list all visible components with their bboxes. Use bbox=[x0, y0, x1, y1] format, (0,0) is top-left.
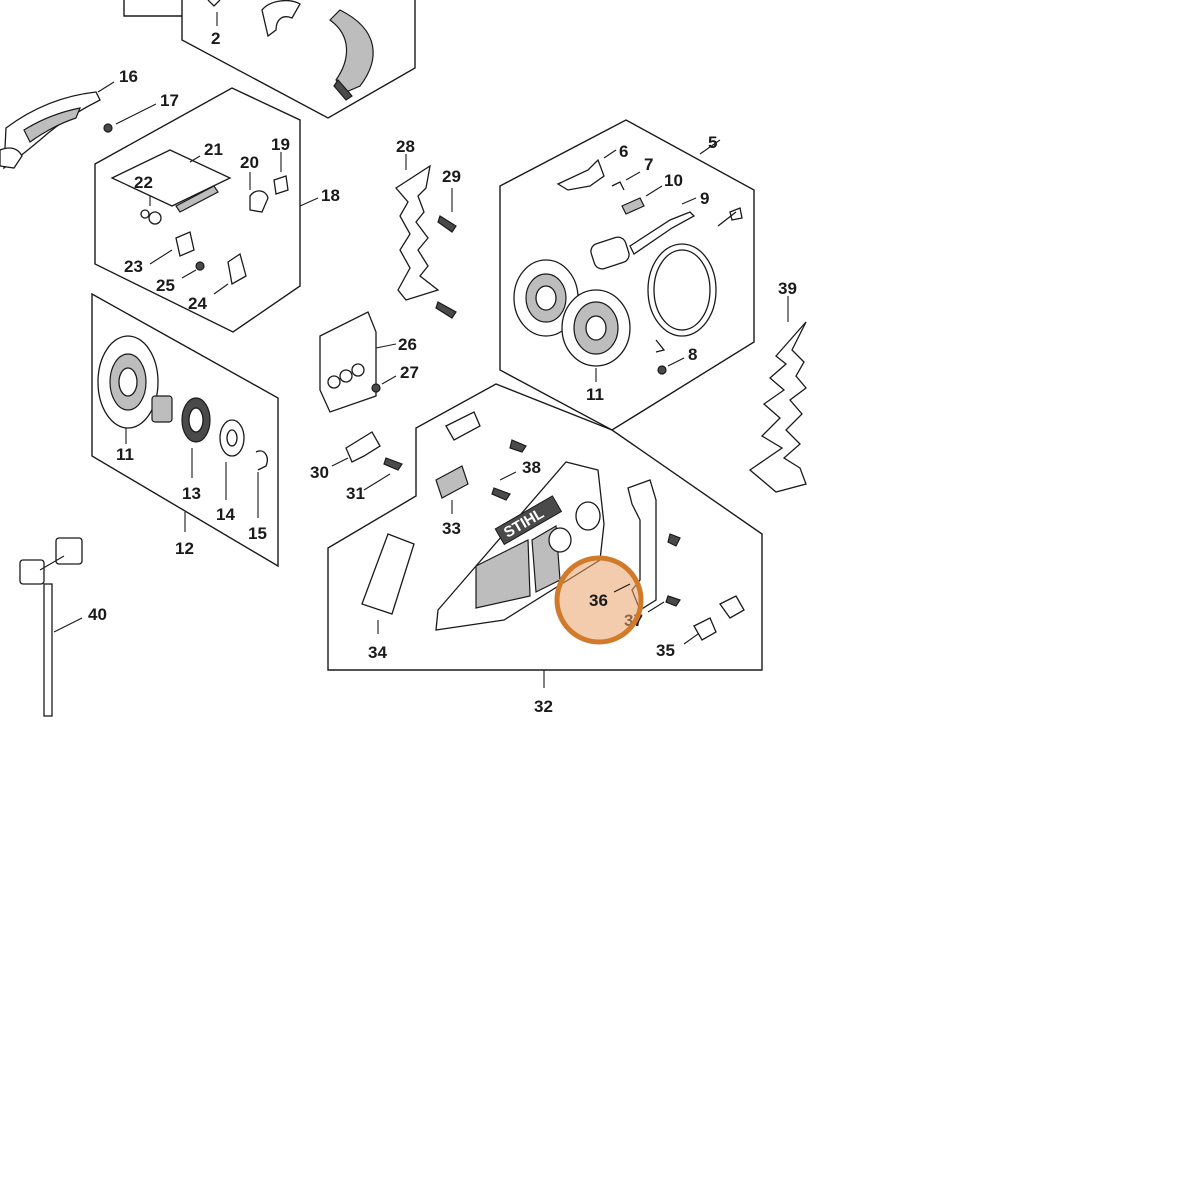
callout-19: 19 bbox=[271, 135, 290, 154]
callout-28: 28 bbox=[396, 137, 415, 156]
callout-20: 20 bbox=[240, 153, 259, 172]
callout-40: 40 bbox=[88, 605, 107, 624]
callout-13: 13 bbox=[182, 484, 201, 503]
callout-23: 23 bbox=[124, 257, 143, 276]
callout-18: 18 bbox=[321, 186, 340, 205]
highlight-36[interactable]: 36 bbox=[554, 555, 644, 645]
group-28-29: 28 29 bbox=[395, 137, 461, 319]
group-39: 39 bbox=[748, 279, 807, 493]
group-2: 2 bbox=[123, 0, 416, 119]
callout-21: 21 bbox=[204, 140, 223, 159]
group-26-27: 26 27 bbox=[319, 311, 419, 413]
callout-6: 6 bbox=[619, 142, 628, 161]
callout-29: 29 bbox=[442, 167, 461, 186]
callout-11a: 11 bbox=[116, 445, 134, 464]
callout-17: 17 bbox=[160, 91, 179, 110]
callout-14: 14 bbox=[216, 505, 235, 524]
callout-9: 9 bbox=[700, 189, 709, 208]
callout-34: 34 bbox=[368, 643, 387, 662]
callout-15: 15 bbox=[248, 524, 267, 543]
callout-5: 5 bbox=[708, 133, 717, 152]
callout-2: 2 bbox=[211, 29, 220, 48]
callout-11b: 11 bbox=[586, 385, 604, 404]
callout-31a: 31 bbox=[346, 484, 365, 503]
callout-12: 12 bbox=[175, 539, 194, 558]
group-5: 6 7 10 5 9 8 11 bbox=[499, 119, 755, 431]
callout-16: 16 bbox=[119, 67, 138, 86]
group-12: 11 13 14 15 12 bbox=[91, 292, 279, 568]
group-32: 33 38 STIHL 35 37 34 32 bbox=[327, 383, 763, 716]
callout-25: 25 bbox=[156, 276, 175, 295]
callout-35: 35 bbox=[656, 641, 675, 660]
callout-24: 24 bbox=[188, 294, 207, 313]
group-30-31: 30 31 bbox=[310, 431, 403, 503]
callout-30: 30 bbox=[310, 463, 329, 482]
group-16-17: 16 17 bbox=[0, 67, 179, 170]
callout-27: 27 bbox=[400, 363, 419, 382]
callout-8: 8 bbox=[688, 345, 697, 364]
callout-7: 7 bbox=[644, 155, 653, 174]
callout-10: 10 bbox=[664, 171, 683, 190]
callout-38: 38 bbox=[522, 458, 541, 477]
callout-39: 39 bbox=[778, 279, 797, 298]
callout-26: 26 bbox=[398, 335, 417, 354]
group-40: 40 bbox=[19, 537, 107, 717]
callout-32: 32 bbox=[534, 697, 553, 716]
callout-22: 22 bbox=[134, 173, 153, 192]
callout-36: 36 bbox=[589, 591, 608, 610]
group-18: 22 21 20 19 18 23 25 24 bbox=[94, 87, 340, 333]
callout-33: 33 bbox=[442, 519, 461, 538]
